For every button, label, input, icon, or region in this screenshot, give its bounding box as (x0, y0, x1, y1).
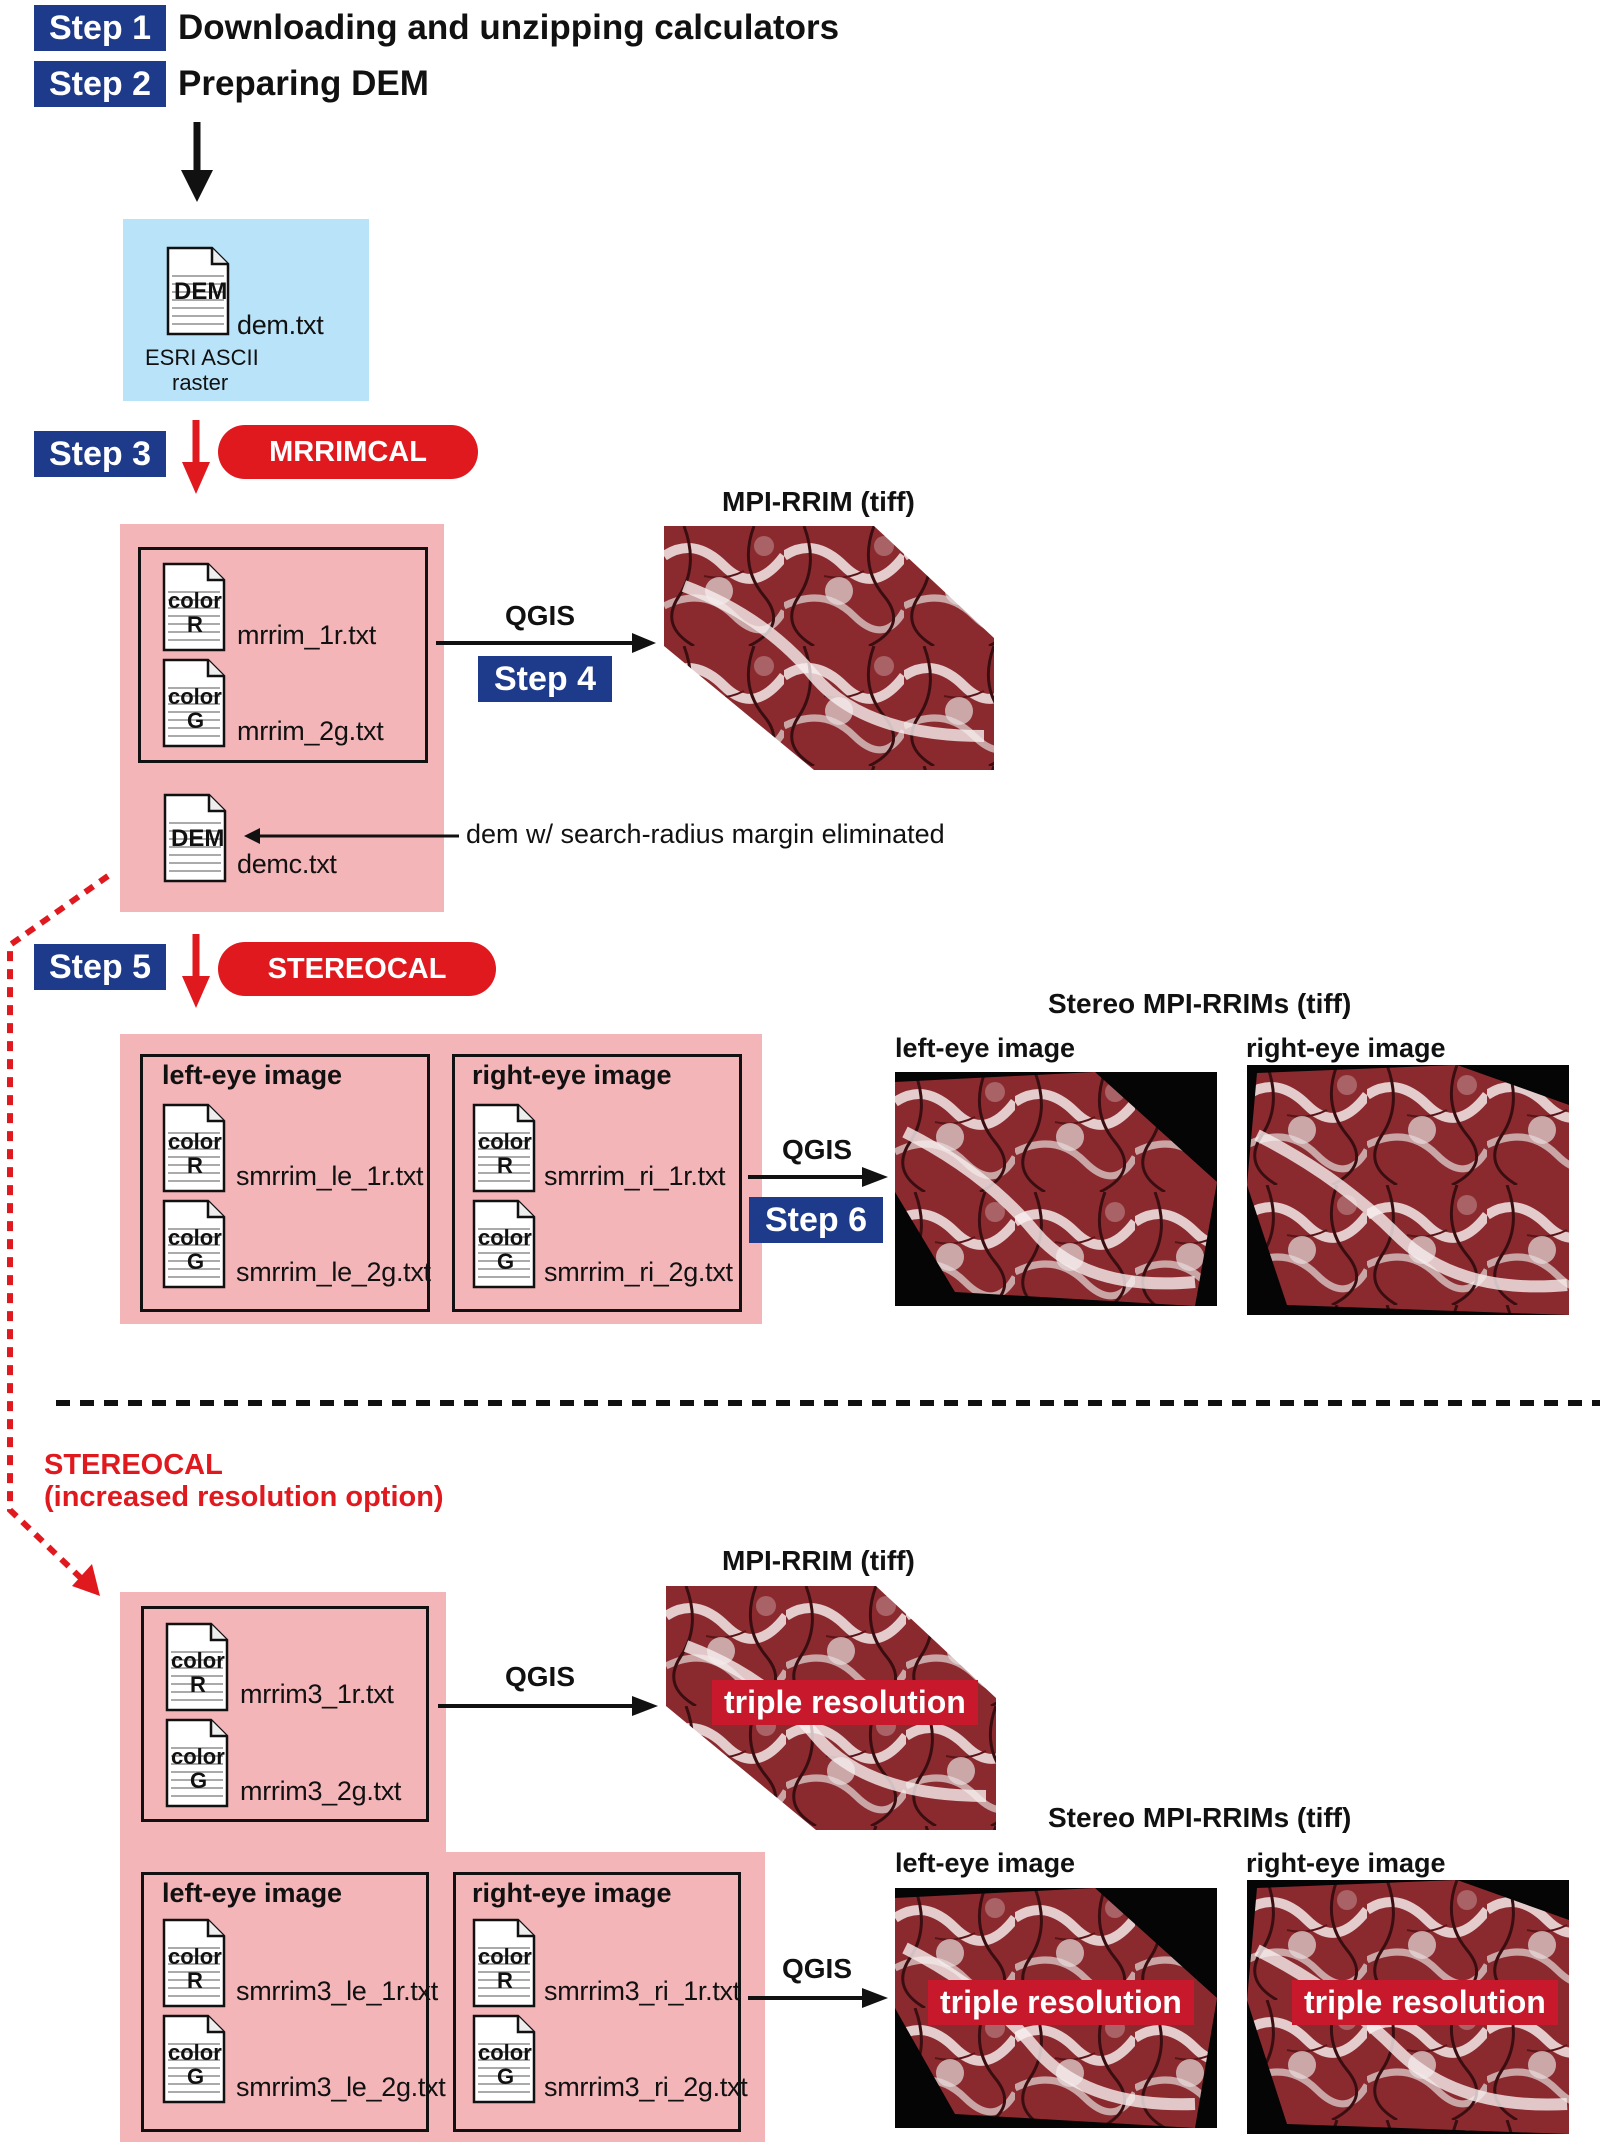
mrrimcal-pill: MRRIMCAL (218, 425, 478, 479)
triple-resolution-badge: triple resolution (928, 1980, 1194, 2025)
dem-format-line2: raster (172, 370, 229, 395)
doc-tag-top: color (168, 684, 222, 709)
dem-filename: dem.txt (237, 310, 324, 340)
doc-tag-top: color (171, 1648, 225, 1673)
stereocal-pill: STEREOCAL (218, 942, 496, 996)
step6-badge: Step 6 (749, 1197, 883, 1243)
step5-badge: Step 5 (34, 944, 166, 990)
doc-tag-top: color (168, 1225, 222, 1250)
dem-input-box (123, 219, 369, 401)
demc-note: dem w/ search-radius margin eliminated (466, 819, 945, 849)
smrrim3-le-1r-filename: smrrim3_le_1r.txt (236, 1976, 438, 2006)
left-eye-frame-title: left-eye image (162, 1060, 343, 1090)
stereocal-output-box (120, 1034, 762, 1324)
left-eye-frame-title: left-eye image (162, 1878, 343, 1908)
mrrim-1r-filename: mrrim_1r.txt (237, 620, 376, 650)
doc-tag-bottom: G (187, 708, 205, 733)
smrrim3-le-2g-filename: smrrim3_le_2g.txt (236, 2072, 446, 2102)
mpi-rrim-title: MPI-RRIM (tiff) (722, 486, 915, 517)
doc-tag-top: color (478, 1225, 532, 1250)
step1-badge: Step 1 (34, 5, 166, 51)
mrrim3-color-frame (141, 1606, 429, 1822)
qgis-label: QGIS (505, 1661, 576, 1692)
right-arrow-qgis-smrrim3 (748, 1988, 888, 2008)
stereo-left-image (895, 1072, 1217, 1306)
step1-text: Downloading and unzipping calculators (178, 8, 840, 47)
mrrim-2g-filename: mrrim_2g.txt (237, 716, 384, 746)
right-eye-label: right-eye image (1246, 1848, 1446, 1878)
doc-tag-bottom: G (190, 1768, 208, 1793)
doc-tag-bottom: R (497, 1153, 513, 1178)
right-eye-frame-title: right-eye image (472, 1060, 672, 1090)
dem-format-line1: ESRI ASCII (145, 345, 259, 370)
right-eye-label: right-eye image (1246, 1033, 1446, 1063)
left-eye-frame-3 (141, 1872, 429, 2132)
down-arrow-red-step3 (182, 420, 210, 494)
mrrim3-2g-filename: mrrim3_2g.txt (240, 1776, 402, 1806)
step2-badge: Step 2 (34, 61, 166, 107)
doc-tag-bottom: G (497, 2064, 515, 2089)
doc-tag-bottom: R (497, 1968, 513, 1993)
doc-tag-top: color (478, 1944, 532, 1969)
doc-tag-bottom: G (187, 2064, 205, 2089)
doc-tag-top: color (168, 588, 222, 613)
right-eye-frame-3 (453, 1872, 741, 2132)
left-eye-label: left-eye image (895, 1848, 1076, 1878)
smrrim-le-1r-filename: smrrim_le_1r.txt (236, 1161, 424, 1191)
red-dotted-connector-arrow (7, 873, 110, 1596)
stereo-title-3: Stereo MPI-RRIMs (tiff) (1048, 1802, 1352, 1833)
smrrim3-output-box (120, 1852, 765, 2142)
smrrim3-ri-2g-filename: smrrim3_ri_2g.txt (544, 2072, 748, 2102)
right-eye-frame (452, 1054, 742, 1312)
smrrim-le-2g-filename: smrrim_le_2g.txt (236, 1257, 431, 1287)
down-arrow-black (181, 122, 213, 202)
stereo-title: Stereo MPI-RRIMs (tiff) (1048, 988, 1352, 1019)
demc-filename: demc.txt (237, 849, 337, 879)
triple-resolution-badge: triple resolution (712, 1680, 978, 1725)
mpi-rrim-title-3: MPI-RRIM (tiff) (722, 1545, 915, 1576)
step2-text: Preparing DEM (178, 64, 429, 103)
right-arrow-qgis-step4 (436, 633, 656, 653)
down-arrow-red-step5 (182, 934, 210, 1008)
stereo-right-image (1247, 1065, 1569, 1315)
triple-resolution-badge: triple resolution (1292, 1980, 1558, 2025)
mrrim3-1r-filename: mrrim3_1r.txt (240, 1679, 394, 1709)
doc-tag-bottom: R (187, 612, 203, 637)
qgis-label: QGIS (782, 1953, 853, 1984)
step3-badge: Step 3 (34, 431, 166, 477)
doc-tag-top: color (171, 1744, 225, 1769)
right-arrow-qgis-step6 (748, 1167, 888, 1187)
doc-tag-top: color (168, 1129, 222, 1154)
smrrim3-ri-1r-filename: smrrim3_ri_1r.txt (544, 1976, 740, 2006)
doc-tag-top: color (168, 2040, 222, 2065)
mrrim-color-frame (138, 547, 428, 763)
left-eye-frame (140, 1054, 430, 1312)
right-arrow-qgis-mrrim3 (438, 1696, 658, 1716)
mpi-rrim-image (664, 526, 994, 770)
doc-tag-bottom: R (187, 1153, 203, 1178)
left-eye-label: left-eye image (895, 1033, 1076, 1063)
section-separator (56, 1400, 1600, 1406)
smrrim-ri-2g-filename: smrrim_ri_2g.txt (544, 1257, 733, 1287)
demc-doc-tag: DEM (171, 825, 225, 852)
left-arrow-demc (244, 828, 459, 844)
doc-tag-top: color (478, 1129, 532, 1154)
dem-doc-tag: DEM (174, 278, 228, 305)
doc-tag-bottom: R (190, 1672, 206, 1697)
doc-tag-top: color (478, 2040, 532, 2065)
smrrim-ri-1r-filename: smrrim_ri_1r.txt (544, 1161, 726, 1191)
doc-tag-bottom: G (187, 1249, 205, 1274)
right-eye-frame-title: right-eye image (472, 1878, 672, 1908)
qgis-label: QGIS (505, 600, 576, 631)
option-title-line2: (increased resolution option) (44, 1481, 444, 1513)
doc-tag-bottom: R (187, 1968, 203, 1993)
option-title-line1: STEREOCAL (44, 1449, 223, 1481)
doc-tag-top: color (168, 1944, 222, 1969)
step4-badge: Step 4 (478, 656, 612, 702)
doc-tag-bottom: G (497, 1249, 515, 1274)
qgis-label: QGIS (782, 1134, 853, 1165)
